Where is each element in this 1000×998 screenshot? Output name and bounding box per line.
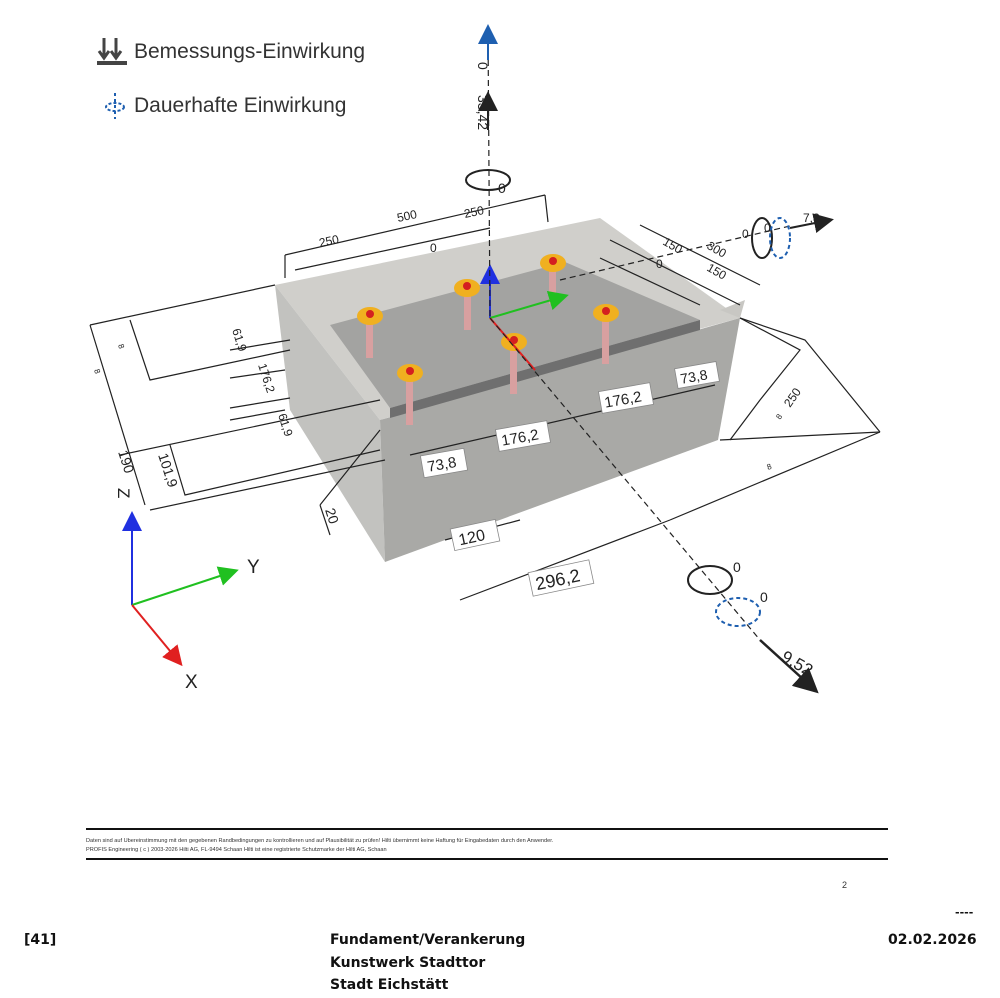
top-force-label: 0: [475, 62, 491, 70]
right-moment-a-label: 0: [742, 227, 749, 241]
right-force-label: 7,3: [803, 211, 820, 225]
dim-176-2c-box: 176,2: [598, 382, 654, 414]
dim-250a: 250: [318, 232, 341, 250]
dim-176-2b-box: 176,2: [495, 420, 551, 452]
design-load-icon: [97, 38, 127, 65]
dim-120-box: 120: [449, 518, 501, 552]
dim-0b: 0: [656, 257, 663, 271]
bottom-moment-b-label: 0: [760, 589, 768, 605]
dim-176-2c: 176,2: [603, 388, 643, 411]
anchors: [357, 254, 619, 425]
dim-73-8a-box: 73,8: [419, 447, 469, 479]
dim-0a: 0: [430, 241, 437, 255]
anchor: [397, 364, 423, 425]
dim-250c: 250: [781, 385, 804, 410]
page-number: 2: [842, 880, 848, 890]
dim-150a: 150: [661, 234, 686, 256]
dim-101-9: 101,9: [155, 451, 181, 489]
footer-disclaimer-line1: Daten sind auf Übereinstimmung mit den g…: [86, 838, 554, 844]
dim-8c: 8: [774, 412, 784, 421]
permanent-load-icon: [105, 93, 125, 119]
footer-rule: [86, 828, 888, 830]
dim-8a: 8: [116, 343, 126, 351]
legend-permanent-load: Dauerhafte Einwirkung: [96, 92, 346, 120]
footer-disclaimer-line2: PROFIS Engineering ( c ) 2003-2026 Hilti…: [86, 847, 387, 853]
dim-73-8b-box: 73,8: [674, 361, 720, 389]
dimension-lines: [89, 194, 881, 601]
anchor: [454, 279, 480, 330]
doc-title-line3: Stadt Eichstätt: [330, 977, 449, 993]
dim-150b: 150: [705, 260, 730, 282]
dim-73-8a: 73,8: [426, 454, 458, 476]
dim-190: 190: [115, 448, 138, 475]
dim-61-9b: 61,9: [275, 412, 296, 439]
dim-176-2a: 176,2: [255, 362, 278, 395]
anchor: [357, 307, 383, 358]
right-moment-b-label: 0: [764, 221, 771, 235]
top-moment-icon: [465, 169, 511, 191]
load-axes: [487, 29, 791, 641]
legend-design-load: Bemessungs-Einwirkung: [96, 36, 365, 68]
dim-8d: 8: [766, 462, 774, 472]
dim-176-2b: 176,2: [500, 426, 540, 449]
footer-rule-bottom: [86, 858, 888, 860]
dim-73-8b: 73,8: [679, 366, 709, 387]
top-moment-label: 0: [498, 180, 506, 196]
dim-300: 300: [705, 238, 730, 260]
bottom-moment-group: [687, 565, 819, 694]
boxed-dimension-labels: 73,8 176,2 176,2 73,8 120 296,2: [419, 361, 720, 597]
doc-title-line2: Kunstwerk Stadttor: [330, 955, 486, 971]
dim-8b: 8: [92, 368, 102, 376]
anchor: [593, 304, 619, 364]
dim-250b: 250: [463, 203, 486, 221]
axis-z-label: Z: [114, 488, 133, 498]
dim-61-9a: 61,9: [229, 327, 250, 354]
dim-120: 120: [457, 527, 487, 549]
concrete-front: [275, 285, 385, 562]
foundation-anchor-diagram: 0 33,42 0 0 0 7,3 0 0 9,52 500 250 250 0…: [89, 24, 881, 694]
top-force2-label: 33,42: [475, 95, 491, 130]
anchor: [540, 254, 566, 304]
global-axes: [122, 511, 239, 667]
legend-permanent-load-label: Dauerhafte Einwirkung: [134, 94, 347, 117]
doc-title-line1: Fundament/Verankerung: [330, 932, 526, 948]
concrete-right: [380, 318, 740, 562]
doc-date: 02.02.2026: [888, 932, 977, 948]
legend-design-load-label: Bemessungs-Einwirkung: [134, 40, 366, 63]
right-moment-group: [751, 213, 834, 259]
dim-20: 20: [322, 506, 342, 526]
bottom-dash: ----: [955, 906, 974, 919]
dim-500: 500: [396, 207, 419, 225]
bottom-moment-a-label: 0: [733, 559, 741, 575]
dim-296-2-box: 296,2: [527, 559, 595, 597]
axis-y-label: Y: [247, 557, 260, 578]
axis-x-label: X: [185, 672, 198, 693]
doc-number: [41]: [24, 932, 57, 948]
top-force-group: [465, 24, 511, 191]
